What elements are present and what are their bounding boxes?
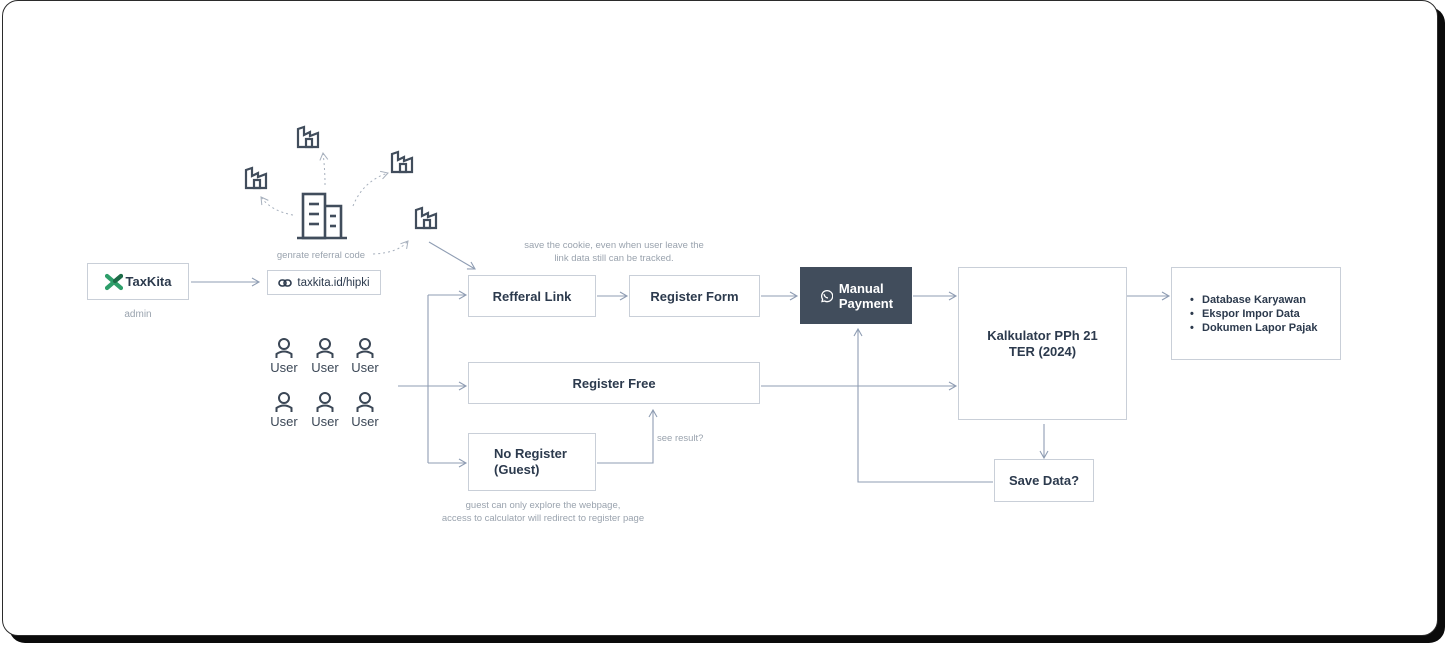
dashed-note-to-factory-4 <box>372 240 409 255</box>
arrow-save-to-payment <box>853 327 993 483</box>
guest-node[interactable]: No Register (Guest) <box>468 433 596 491</box>
dashed-building-to-factory-3 <box>352 170 389 207</box>
dashed-building-to-factory-1 <box>260 196 294 216</box>
save-data-node[interactable]: Save Data? <box>994 459 1094 502</box>
user-label: User <box>311 360 339 375</box>
admin-caption: admin <box>124 309 152 320</box>
register-free-label: Register Free <box>572 375 656 391</box>
calculator-line2: TER (2024) <box>1008 343 1077 359</box>
user-icon-group: User <box>308 391 342 429</box>
user-label: User <box>351 360 379 375</box>
referral-link-node[interactable]: Refferal Link <box>468 275 596 317</box>
factory-icon <box>296 125 320 149</box>
register-free-node[interactable]: Register Free <box>468 362 760 404</box>
generate-referral-note: genrate referral code <box>276 250 366 261</box>
user-icon <box>275 392 293 412</box>
whatsapp-icon <box>820 289 833 302</box>
user-icon-group: User <box>267 391 301 429</box>
user-label: User <box>311 414 339 429</box>
link-icon <box>278 278 293 287</box>
register-form-label: Register Form <box>650 288 739 304</box>
cookie-note: save the cookie, even when user leave th… <box>483 239 745 265</box>
referral-link-label: Refferal Link <box>492 288 572 304</box>
user-icon-group: User <box>348 337 382 375</box>
guest-note-line2: access to calculator will redirect to re… <box>441 513 645 524</box>
user-icon <box>275 338 293 358</box>
dashed-building-to-factory-2 <box>319 151 329 186</box>
manual-payment-node[interactable]: Manual Payment <box>800 267 912 324</box>
user-icon-group: User <box>308 337 342 375</box>
factory-icon <box>244 166 268 190</box>
manual-payment-line1: Manual <box>838 280 884 296</box>
factory-icon <box>414 206 438 230</box>
guest-text: No Register (Guest) <box>494 446 567 478</box>
manual-payment-line2: Payment <box>838 295 894 311</box>
diagram-canvas: TaxKita admin genrate referral code taxk <box>2 0 1438 636</box>
feature-item: Dokumen Lapor Pajak <box>1190 321 1318 335</box>
taxkita-logo-icon <box>104 273 123 290</box>
factory-icon <box>390 150 414 174</box>
guest-line1: No Register <box>494 446 567 461</box>
register-form-node[interactable]: Register Form <box>629 275 760 317</box>
connector-lines <box>191 151 1171 483</box>
building-icon <box>297 192 347 240</box>
user-label: User <box>270 360 298 375</box>
user-icon-group: User <box>267 337 301 375</box>
manual-payment-text: Manual Payment <box>839 281 893 311</box>
user-label: User <box>351 414 379 429</box>
user-label: User <box>270 414 298 429</box>
feature-item: Database Karyawan <box>1190 293 1318 307</box>
calculator-line1: Kalkulator PPh 21 <box>987 327 1098 343</box>
user-icon <box>316 338 334 358</box>
user-icon <box>356 338 374 358</box>
user-icon <box>316 392 334 412</box>
calculator-text: Kalkulator PPh 21 TER (2024) <box>987 328 1098 360</box>
guest-line2: (Guest) <box>494 462 540 477</box>
cookie-note-line2: link data still can be tracked. <box>554 253 674 264</box>
referral-url-box[interactable]: taxkita.id/hipki <box>267 270 381 295</box>
guest-note-line1: guest can only explore the webpage, <box>465 500 621 511</box>
user-icon-group: User <box>348 391 382 429</box>
calculator-node[interactable]: Kalkulator PPh 21 TER (2024) <box>958 267 1127 420</box>
features-box: Database Karyawan Ekspor Impor Data Doku… <box>1171 267 1341 360</box>
feature-item: Ekspor Impor Data <box>1190 307 1318 321</box>
features-list: Database Karyawan Ekspor Impor Data Doku… <box>1186 293 1318 335</box>
user-icon <box>356 392 374 412</box>
arrow-diagonal-to-referral <box>428 241 476 270</box>
save-data-label: Save Data? <box>1008 473 1080 488</box>
cookie-note-line1: save the cookie, even when user leave th… <box>524 240 704 251</box>
taxkita-logo-box: TaxKita <box>87 263 189 300</box>
referral-url: taxkita.id/hipki <box>297 276 370 289</box>
arrow-guest-to-free <box>597 408 658 464</box>
see-result-note: see result? <box>657 433 704 444</box>
taxkita-brand: TaxKita <box>125 274 172 289</box>
guest-note: guest can only explore the webpage, acce… <box>413 499 673 525</box>
